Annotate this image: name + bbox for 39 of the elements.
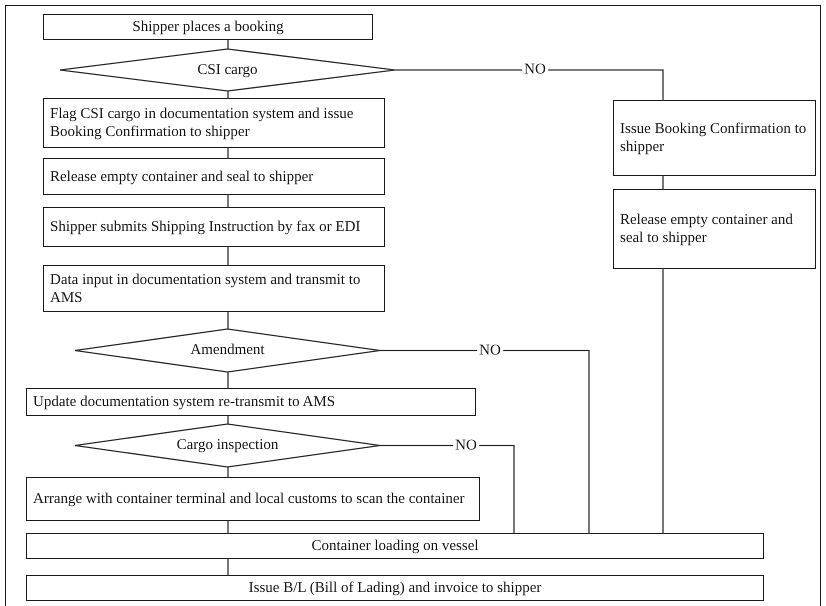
- step-text: Shipper submits Shipping Instruction by fax or EDI: [50, 218, 360, 236]
- connector-line: [227, 467, 229, 477]
- process-box: [43, 14, 373, 40]
- step-text: Update documentation system re-transmit to AMS: [33, 393, 336, 411]
- connector-line: [227, 195, 229, 207]
- process-box: [613, 189, 816, 269]
- edge-label: NO: [453, 438, 479, 453]
- connector-line: [662, 176, 664, 189]
- step-text: Release empty container and seal to shipper: [50, 168, 314, 186]
- connector-line: [227, 521, 229, 533]
- step-text: Cargo inspection: [176, 437, 278, 454]
- process-box: [43, 98, 385, 148]
- process-box: [43, 265, 385, 312]
- step-text: CSI cargo: [197, 62, 258, 78]
- step-text: Container loading on vessel: [311, 537, 479, 555]
- edge-label: NO: [477, 343, 503, 358]
- process-box: [43, 207, 385, 247]
- process-box: [26, 477, 480, 521]
- connector-line: [662, 269, 664, 533]
- step-text: Issue B/L (Bill of Lading) and invoice to shipper: [248, 579, 542, 597]
- process-box: [43, 158, 385, 195]
- step-text: Issue Booking Confirmation to shipper: [620, 120, 808, 156]
- connector-line: [227, 148, 229, 158]
- step-text: Shipper places a booking: [132, 18, 284, 36]
- step-text: Data input in documentation system and transmit to AMS: [50, 270, 362, 306]
- connector-line: [380, 350, 590, 533]
- process-box: [26, 388, 476, 416]
- connector-line: [395, 69, 664, 100]
- step-text: Arrange with container terminal and local customs to scan the container: [33, 490, 465, 508]
- connector-line: [227, 372, 229, 388]
- step-text: Release empty container and seal to shipper: [620, 211, 794, 247]
- connector-line: [227, 559, 229, 575]
- process-box: [26, 575, 764, 601]
- step-text: Amendment: [190, 342, 265, 359]
- process-box: [613, 100, 816, 176]
- step-text: Flag CSI cargo in documentation system and issue Booking Confirmation to shipper: [50, 105, 354, 141]
- connector-line: [227, 247, 229, 265]
- connector-line: [227, 312, 229, 329]
- process-box: [26, 533, 764, 559]
